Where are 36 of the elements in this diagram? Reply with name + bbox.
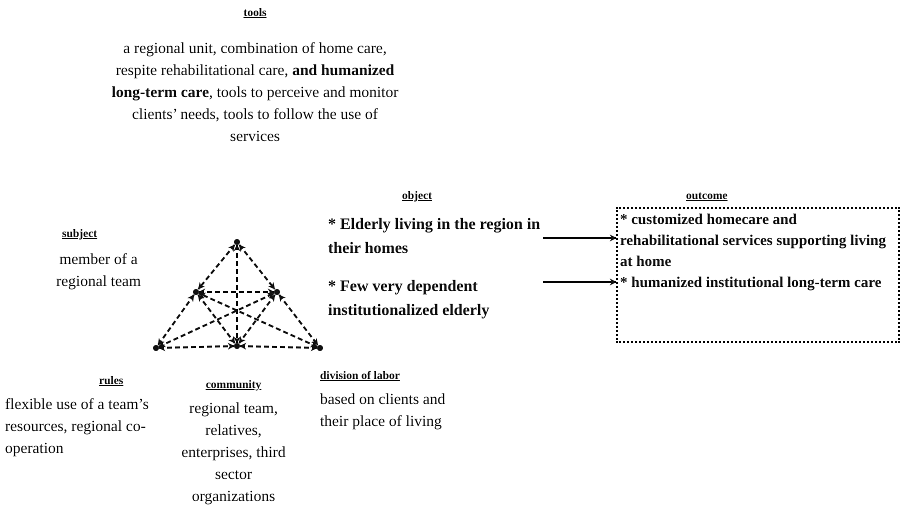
- dashed-arrow: [238, 294, 276, 344]
- heading: subject: [62, 227, 98, 241]
- description-text: member of a regional team: [55, 250, 142, 292]
- dashed-arrow: [239, 342, 318, 352]
- dashed-arrow: [197, 294, 236, 344]
- heading: rules: [99, 374, 124, 388]
- vertex-point: [317, 345, 323, 351]
- dashed-arrow: [198, 288, 275, 296]
- dashed-arrow: [157, 294, 195, 346]
- heading: tools: [244, 6, 266, 20]
- bullet-text: * Few very dependent institutionalized elderly: [328, 277, 490, 321]
- vertex-point: [153, 345, 159, 351]
- description-text: flexible use of a team’s resources, regional co-operation: [5, 395, 150, 459]
- dashed-arrow: [198, 292, 318, 348]
- vertex-point: [193, 289, 199, 295]
- arrow: [543, 234, 617, 242]
- vertex-point: [234, 343, 240, 349]
- dashed-arrow: [158, 292, 275, 348]
- heading: community: [206, 378, 262, 392]
- description-text: a regional unit, combination of home care, respite rehabilitational care, and humanized long-term care, tools to perceive and monitor clients’ needs, tools to follow the use of services: [110, 39, 400, 147]
- bullet-text: * Elderly living in the region in their homes: [328, 215, 542, 259]
- outcome-text: * customized homecare and rehabilitational services supporting living at home: [620, 211, 887, 272]
- dashed-arrow: [234, 244, 240, 344]
- heading: division of labor: [320, 369, 400, 383]
- dashed-arrow: [278, 294, 318, 346]
- description-text: based on clients and their place of living: [320, 390, 446, 432]
- outcome-text: * humanized institutional long-term care: [620, 274, 882, 293]
- heading: object: [402, 189, 432, 203]
- dashed-arrow: [238, 244, 276, 290]
- dashed-arrow: [158, 342, 235, 352]
- arrow: [543, 278, 617, 286]
- dashed-arrow: [198, 244, 236, 290]
- heading: outcome: [686, 189, 728, 203]
- vertex-point: [274, 289, 280, 295]
- vertex-point: [234, 239, 240, 245]
- description-text: regional team, relatives, enterprises, third sector organizations: [180, 399, 287, 507]
